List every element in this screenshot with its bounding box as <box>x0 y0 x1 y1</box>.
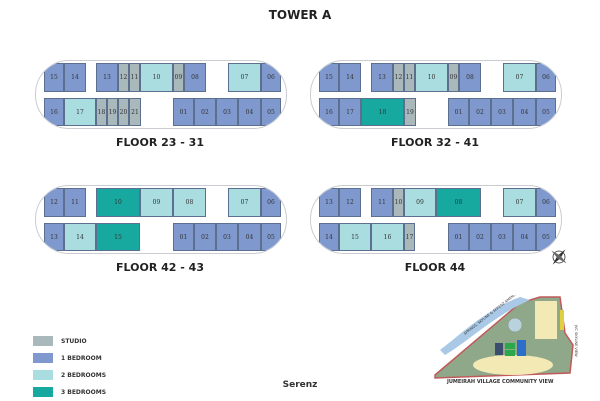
unit-12[interactable]: 12 <box>393 63 404 92</box>
compass-icon <box>548 246 570 272</box>
unit-03[interactable]: 03 <box>216 98 238 126</box>
unit-01[interactable]: 01 <box>448 98 469 126</box>
unit-14[interactable]: 14 <box>64 63 86 92</box>
unit-05[interactable]: 05 <box>536 223 556 251</box>
unit-01[interactable]: 01 <box>173 223 194 251</box>
unit-05[interactable]: 05 <box>261 98 281 126</box>
unit-20[interactable]: 20 <box>118 98 129 126</box>
unit-06[interactable]: 06 <box>536 188 556 217</box>
unit-14[interactable]: 14 <box>319 223 339 251</box>
unit-03[interactable]: 03 <box>491 98 513 126</box>
swatch-2br <box>33 370 53 380</box>
unit-11[interactable]: 11 <box>64 188 86 217</box>
unit-03[interactable]: 03 <box>491 223 513 251</box>
unit-08[interactable]: 08 <box>459 63 481 92</box>
unit-02[interactable]: 02 <box>194 223 216 251</box>
swatch-1br <box>33 353 53 363</box>
page-title: TOWER A <box>268 8 332 22</box>
legend-label: 2 BEDROOMS <box>61 371 107 379</box>
brand-name: Serenz <box>282 380 318 390</box>
site-view-east: JVC SKYLINE VIEW <box>574 324 578 357</box>
unit-11[interactable]: 11 <box>371 188 393 217</box>
unit-04[interactable]: 04 <box>513 223 536 251</box>
unit-06[interactable]: 06 <box>261 63 281 92</box>
unit-15[interactable]: 15 <box>339 223 371 251</box>
unit-09[interactable]: 09 <box>448 63 459 92</box>
unit-01[interactable]: 01 <box>448 223 469 251</box>
unit-01[interactable]: 01 <box>173 98 194 126</box>
unit-13[interactable]: 13 <box>371 63 393 92</box>
unit-04[interactable]: 04 <box>513 98 536 126</box>
unit-12[interactable]: 12 <box>339 188 361 217</box>
unit-11[interactable]: 11 <box>129 63 140 92</box>
unit-16[interactable]: 16 <box>371 223 404 251</box>
site-view-south: JUMEIRAH VILLAGE COMMUNITY VIEW <box>447 379 554 385</box>
unit-17[interactable]: 17 <box>339 98 361 126</box>
unit-05[interactable]: 05 <box>261 223 281 251</box>
unit-11[interactable]: 11 <box>404 63 415 92</box>
floor-label: FLOOR 44 <box>404 261 466 274</box>
unit-08[interactable]: 08 <box>173 188 206 217</box>
unit-10[interactable]: 10 <box>415 63 448 92</box>
unit-10[interactable]: 10 <box>393 188 404 217</box>
unit-07[interactable]: 07 <box>228 188 261 217</box>
legend-item-1br: 1 BEDROOM <box>33 350 106 366</box>
unit-12[interactable]: 12 <box>118 63 129 92</box>
swatch-studio <box>33 336 53 346</box>
unit-09[interactable]: 09 <box>173 63 184 92</box>
unit-19[interactable]: 19 <box>404 98 416 126</box>
legend-label: 3 BEDROOMS <box>61 388 107 396</box>
unit-15[interactable]: 15 <box>44 63 64 92</box>
floor-label: FLOOR 42 - 43 <box>116 261 204 274</box>
swatch-3br <box>33 387 53 397</box>
unit-08[interactable]: 08 <box>436 188 481 217</box>
unit-07[interactable]: 07 <box>503 188 536 217</box>
unit-08[interactable]: 08 <box>184 63 206 92</box>
unit-15[interactable]: 15 <box>96 223 140 251</box>
unit-06[interactable]: 06 <box>536 63 556 92</box>
unit-15[interactable]: 15 <box>319 63 339 92</box>
legend-item-2br: 2 BEDROOMS <box>33 367 106 383</box>
legend-label: 1 BEDROOM <box>61 354 102 362</box>
legend-item-3br: 3 BEDROOMS <box>33 384 106 400</box>
unit-16[interactable]: 16 <box>44 98 64 126</box>
unit-18[interactable]: 18 <box>96 98 107 126</box>
unit-10[interactable]: 10 <box>96 188 140 217</box>
site-plan: SPRINGS, SKYLINE & SERENZ AMENITY VIEW J… <box>425 284 600 389</box>
unit-14[interactable]: 14 <box>339 63 361 92</box>
unit-04[interactable]: 04 <box>238 98 261 126</box>
unit-09[interactable]: 09 <box>404 188 436 217</box>
unit-13[interactable]: 13 <box>319 188 339 217</box>
unit-02[interactable]: 02 <box>194 98 216 126</box>
legend-label: STUDIO <box>61 337 87 345</box>
floor-label: FLOOR 23 - 31 <box>116 136 204 149</box>
legend: STUDIO 1 BEDROOM 2 BEDROOMS 3 BEDROOMS <box>33 333 106 401</box>
unit-21[interactable]: 21 <box>129 98 141 126</box>
unit-02[interactable]: 02 <box>469 223 491 251</box>
unit-10[interactable]: 10 <box>140 63 173 92</box>
unit-05[interactable]: 05 <box>536 98 556 126</box>
unit-12[interactable]: 12 <box>44 188 64 217</box>
unit-14[interactable]: 14 <box>64 223 96 251</box>
unit-09[interactable]: 09 <box>140 188 173 217</box>
unit-13[interactable]: 13 <box>44 223 64 251</box>
unit-16[interactable]: 16 <box>319 98 339 126</box>
unit-17[interactable]: 17 <box>64 98 96 126</box>
unit-17[interactable]: 17 <box>404 223 415 251</box>
unit-07[interactable]: 07 <box>228 63 261 92</box>
unit-04[interactable]: 04 <box>238 223 261 251</box>
unit-07[interactable]: 07 <box>503 63 536 92</box>
unit-13[interactable]: 13 <box>96 63 118 92</box>
unit-19[interactable]: 19 <box>107 98 118 126</box>
floor-label: FLOOR 32 - 41 <box>391 136 479 149</box>
unit-03[interactable]: 03 <box>216 223 238 251</box>
unit-18[interactable]: 18 <box>361 98 404 126</box>
unit-02[interactable]: 02 <box>469 98 491 126</box>
legend-item-studio: STUDIO <box>33 333 106 349</box>
unit-06[interactable]: 06 <box>261 188 281 217</box>
